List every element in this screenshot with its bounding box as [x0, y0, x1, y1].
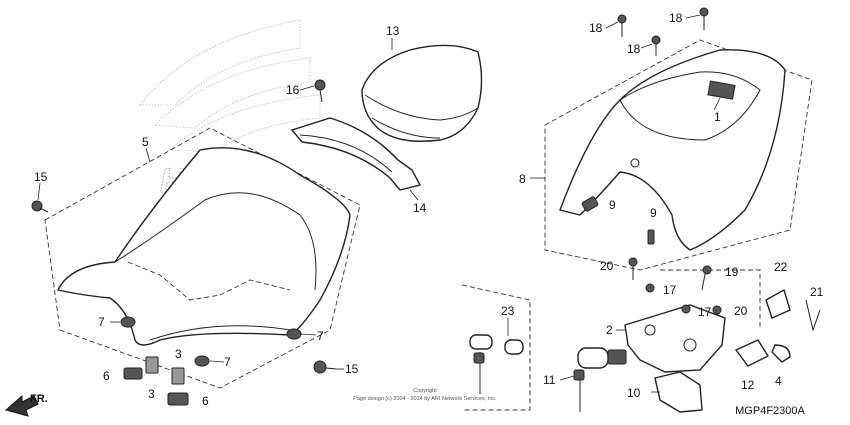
rider-seat-group — [31, 127, 361, 406]
seat-cowl[interactable] — [559, 49, 786, 251]
key-set[interactable] — [469, 334, 524, 394]
cable-holder[interactable] — [734, 339, 770, 367]
arrow-icon — [4, 394, 39, 417]
callout-17-right[interactable]: 17 — [698, 305, 712, 319]
pillion-seat[interactable] — [361, 44, 483, 142]
callout-3-center[interactable]: 3 — [175, 347, 182, 361]
callout-6-left[interactable]: 6 — [103, 369, 110, 383]
grommet-left[interactable] — [120, 316, 136, 328]
cowl-label — [707, 80, 736, 100]
pad-left[interactable] — [123, 367, 143, 380]
callout-15-left[interactable]: 15 — [34, 170, 48, 184]
callout-17-left[interactable]: 17 — [663, 283, 677, 297]
copyright-line-2: Page design (c) 2004 - 2014 by ARI Netwo… — [353, 396, 497, 402]
pillion-seat-group — [290, 44, 483, 191]
callout-18-left[interactable]: 18 — [589, 21, 603, 35]
bolt-lock-17b[interactable] — [681, 304, 691, 314]
bolt-bracket[interactable] — [314, 79, 326, 103]
callout-21[interactable]: 21 — [810, 285, 824, 299]
callout-3-left[interactable]: 3 — [148, 387, 155, 401]
seat-cover-plate[interactable] — [765, 288, 791, 319]
seat-cowl-group — [544, 7, 813, 271]
callout-7-right[interactable]: 7 — [317, 329, 324, 343]
key-cylinder[interactable] — [573, 347, 627, 412]
callout-6-center[interactable]: 6 — [202, 394, 209, 408]
lock-bracket[interactable] — [624, 304, 726, 373]
callout-8[interactable]: 8 — [519, 172, 526, 186]
bolt-lock-17a[interactable] — [645, 283, 655, 293]
callout-10[interactable]: 10 — [627, 386, 641, 400]
bolt-lock-19[interactable] — [701, 265, 712, 291]
callout-5[interactable]: 5 — [142, 135, 149, 149]
callout-18-center[interactable]: 18 — [627, 42, 641, 56]
callout-20-right[interactable]: 20 — [734, 304, 748, 318]
bolt-lock-20-right[interactable] — [712, 305, 722, 315]
front-direction-arrow: FR. — [4, 393, 48, 417]
diagram-code: MGP4F2300A — [735, 405, 805, 417]
grommet-right[interactable] — [286, 328, 302, 340]
callout-18-right[interactable]: 18 — [669, 11, 683, 25]
callout-2[interactable]: 2 — [606, 323, 613, 337]
seat-lock-group — [461, 257, 821, 413]
callout-9-left[interactable]: 9 — [609, 198, 616, 212]
callout-13[interactable]: 13 — [386, 24, 400, 38]
seat-lock[interactable] — [654, 371, 703, 413]
cushion-left[interactable] — [581, 196, 599, 212]
bolt-front[interactable] — [313, 360, 337, 374]
rider-seat[interactable] — [56, 147, 351, 346]
grommet-center[interactable] — [194, 355, 210, 367]
bolt-left[interactable] — [31, 200, 49, 213]
bolt-lock-20-top[interactable] — [628, 257, 638, 280]
callout-23[interactable]: 23 — [501, 304, 515, 318]
leader-lines — [37, 14, 721, 393]
callout-19[interactable]: 19 — [725, 265, 739, 279]
callout-11[interactable]: 11 — [543, 373, 556, 387]
callout-20-top[interactable]: 20 — [600, 259, 614, 273]
callout-1[interactable]: 1 — [714, 110, 721, 124]
callout-16[interactable]: 16 — [286, 83, 300, 97]
bolt-cowl-2[interactable] — [651, 35, 661, 56]
bolt-cowl-1[interactable] — [617, 14, 627, 37]
callouts: 1 2 3 3 4 5 6 6 7 7 7 8 9 9 10 11 12 13 … — [34, 11, 824, 408]
cushion-right[interactable] — [647, 229, 655, 245]
callout-22[interactable]: 22 — [774, 260, 788, 274]
callout-12[interactable]: 12 — [741, 378, 755, 392]
bolt-cowl-3[interactable] — [699, 7, 709, 30]
callout-7-left[interactable]: 7 — [98, 315, 105, 329]
hook-clip[interactable] — [805, 299, 821, 332]
callout-14[interactable]: 14 — [413, 201, 427, 215]
clip-left[interactable] — [145, 356, 159, 374]
pad-center[interactable] — [167, 392, 189, 406]
callout-9-right[interactable]: 9 — [650, 206, 657, 220]
callout-4[interactable]: 4 — [775, 374, 782, 388]
callout-7-center[interactable]: 7 — [224, 355, 231, 369]
seat-bracket[interactable] — [290, 117, 422, 191]
copyright-line-1: Copyright — [413, 388, 437, 394]
clip-4[interactable] — [771, 344, 791, 363]
callout-15-front[interactable]: 15 — [345, 362, 359, 376]
clip-center[interactable] — [171, 367, 185, 385]
fr-label: FR. — [30, 393, 48, 405]
